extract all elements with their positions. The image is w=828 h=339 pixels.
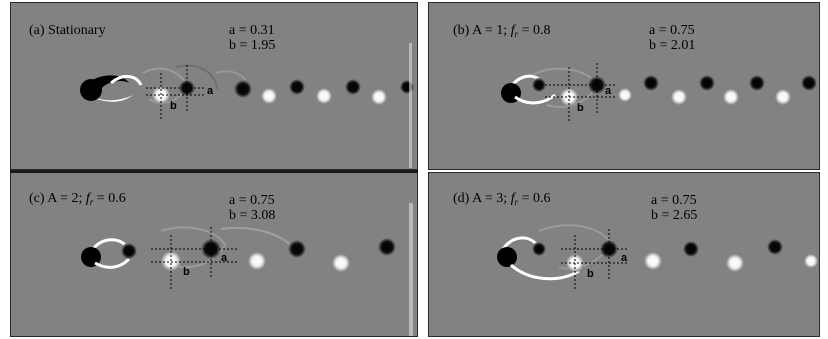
marker-a: a [221,252,228,264]
a-parameter: a = 0.31 [229,23,275,38]
b-parameter: b = 2.65 [651,208,697,223]
a-equals: = [235,23,251,38]
a-equals: = [657,193,673,208]
amplitude: A = 2; [47,191,86,206]
vorticity-field-d [497,224,818,291]
b-parameter: b = 2.01 [649,38,695,53]
panel-letter: (a) [29,23,49,38]
frequency-symbol: f [510,23,515,38]
b-parameter: b = 3.08 [229,208,275,223]
frequency-value: = 0.8 [518,23,551,38]
marker-b: b [587,268,594,280]
amplitude: A = 1; [472,23,511,38]
b-parameter: b = 1.95 [229,38,275,53]
a-symbol: a [229,23,236,38]
b-symbol: b [651,208,658,223]
panel-title: (a) Stationary [29,23,106,39]
marker-a: a [605,85,612,97]
b-symbol: b [649,38,656,53]
amplitude: A = 3; [472,191,511,206]
a-parameter: a = 0.75 [651,193,697,208]
frequency-subscript: r [89,197,94,207]
panel-letter: (b) [453,23,473,38]
panel-b: (b) A = 1; fr = 0.8 a = 0.75 b = 2.01 a … [428,2,820,170]
b-value: 2.01 [670,38,696,53]
a-value: 0.75 [670,23,695,38]
vorticity-field-c [81,203,413,336]
a-symbol: a [651,193,658,208]
a-parameter: a = 0.75 [649,23,695,38]
a-parameter: a = 0.75 [229,193,275,208]
a-equals: = [235,193,251,208]
b-equals: = [236,208,251,223]
frequency-symbol: f [510,191,515,206]
b-equals: = [658,208,673,223]
b-equals: = [236,38,251,53]
panel-c: (c) A = 2; fr = 0.6 a = 0.75 b = 3.08 a … [10,172,418,337]
panel-a: (a) Stationary a = 0.31 b = 1.95 a b [10,2,418,170]
frequency-value: = 0.6 [93,191,126,206]
marker-b: b [577,102,584,114]
cylinder [80,79,102,101]
panel-divider [10,170,418,173]
panel-title: (d) A = 3; fr = 0.6 [453,191,551,210]
b-value: 3.08 [250,208,276,223]
vorticity-field-b [501,63,817,123]
frequency-subscript: r [514,197,519,207]
panel-d: (d) A = 3; fr = 0.6 a = 0.75 b = 2.65 a … [428,172,820,337]
b-symbol: b [229,38,236,53]
panel-title: (b) A = 1; fr = 0.8 [453,23,551,42]
a-value: 0.75 [250,193,275,208]
panel-title: (c) A = 2; fr = 0.6 [29,191,126,210]
a-value: 0.75 [672,193,697,208]
b-equals: = [656,38,671,53]
b-symbol: b [229,208,236,223]
frequency-value: = 0.6 [518,191,551,206]
b-value: 1.95 [250,38,276,53]
frequency-subscript: r [514,29,519,39]
marker-a: a [621,252,628,264]
panel-letter: (d) [453,191,473,206]
marker-b: b [183,266,190,278]
marker-a: a [207,85,214,97]
a-value: 0.31 [250,23,275,38]
marker-b: b [170,100,177,112]
a-equals: = [655,23,671,38]
frequency-symbol: f [85,191,90,206]
panel-letter: (c) [29,191,48,206]
panel-condition: Stationary [48,23,106,38]
vorticity-field-a [80,43,414,168]
b-value: 2.65 [672,208,698,223]
a-symbol: a [229,193,236,208]
a-symbol: a [649,23,656,38]
